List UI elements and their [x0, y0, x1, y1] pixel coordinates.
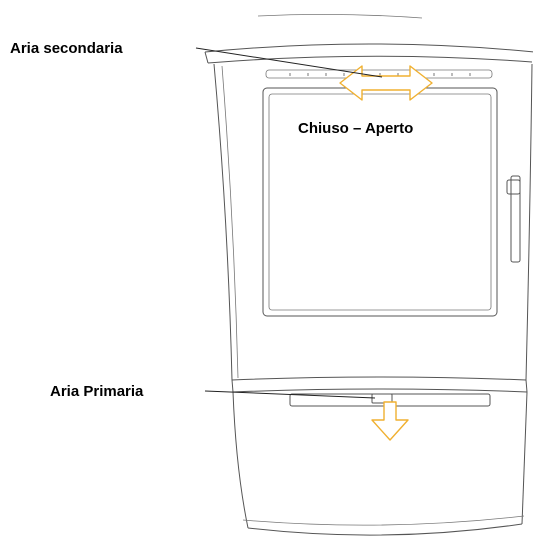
secondary-air-leader [195, 47, 383, 78]
stove-body [213, 63, 533, 381]
stove-top [204, 14, 533, 64]
double-horizontal-arrow-icon [339, 65, 433, 101]
primary-air-label: Aria Primaria [50, 383, 144, 400]
open-closed-label: Chiuso – Aperto [298, 120, 413, 137]
down-arrow-icon [371, 401, 409, 441]
secondary-air-label: Aria secondaria [10, 40, 123, 57]
door-handle [506, 175, 521, 263]
primary-air-leader [204, 390, 376, 399]
stove-base [231, 376, 528, 536]
